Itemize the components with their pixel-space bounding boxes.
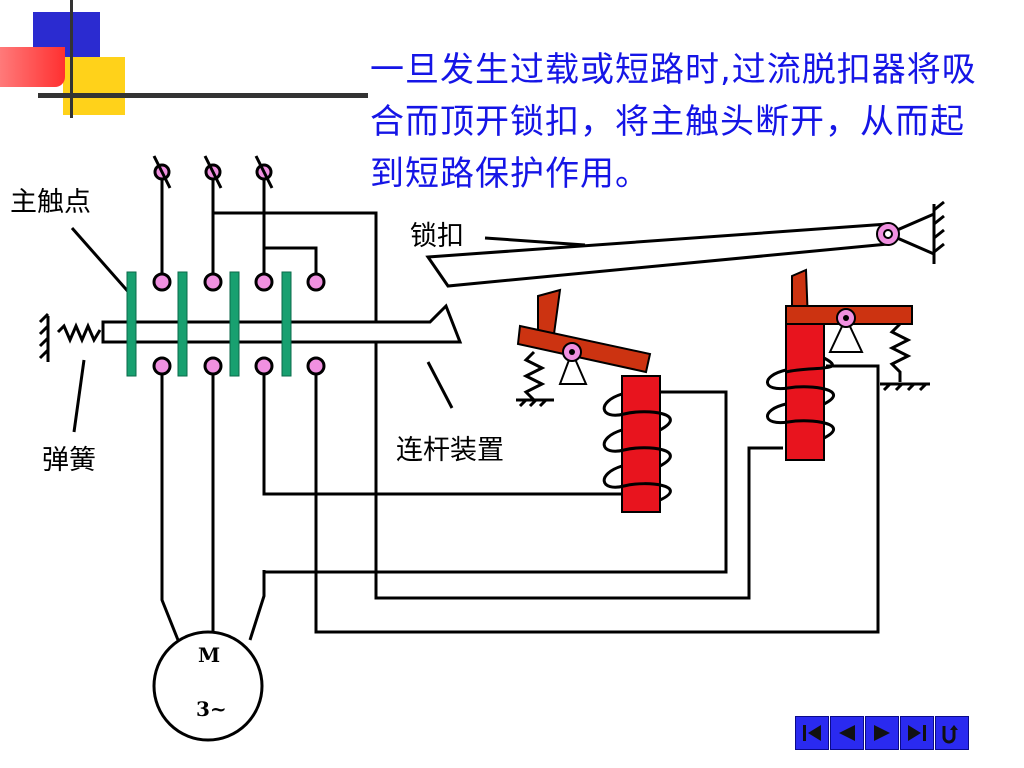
wire-phase-3	[262, 172, 318, 282]
leader-spring	[72, 359, 86, 433]
lever1-pivot-mount	[558, 349, 588, 385]
return-icon	[942, 725, 958, 744]
corner-vertical-line	[70, 0, 73, 118]
last-slide-button[interactable]	[900, 716, 934, 750]
lever2-spring	[888, 322, 912, 382]
leader-main-contacts	[70, 227, 134, 297]
left-wall	[38, 312, 50, 362]
contact-bar-3	[229, 271, 240, 377]
label-spring: 弹簧	[42, 445, 96, 476]
lever1-spring	[522, 350, 546, 402]
wire-motor-3	[248, 366, 622, 641]
left-spring	[56, 322, 102, 344]
next-icon	[874, 725, 890, 741]
slide-text: 一旦发生过载或短路时,过流脱扣器将吸合而顶开锁扣，将主触头断开，从而起到短路保护…	[370, 50, 977, 194]
wire-motor-1	[160, 366, 180, 641]
coil2-core	[785, 321, 825, 461]
previous-slide-button[interactable]	[830, 716, 864, 750]
wire-coil-2	[314, 364, 880, 634]
terminal-bottom-1	[152, 356, 172, 376]
lever2-pivot-mount	[828, 315, 864, 353]
label-latch: 锁扣	[410, 221, 464, 252]
latch-wall	[932, 200, 945, 264]
return-button[interactable]	[935, 716, 969, 750]
terminal-bottom-2	[203, 356, 223, 376]
slide-navigation	[795, 716, 969, 750]
latch-pointer	[484, 236, 586, 247]
lever1-ground	[516, 398, 554, 408]
contact-bar-2	[177, 271, 188, 377]
first-slide-button[interactable]	[795, 716, 829, 750]
terminal-top-2	[203, 272, 223, 292]
lever1-arm	[537, 288, 562, 335]
lever2-ground	[880, 382, 930, 392]
wire-phase-2	[211, 172, 783, 600]
terminal-bottom-4	[306, 356, 326, 376]
label-main-contacts: 主触点	[10, 187, 91, 218]
next-slide-button[interactable]	[865, 716, 899, 750]
input-slash-3	[254, 155, 274, 189]
coil1-winding	[602, 392, 672, 502]
leader-linkage	[426, 361, 454, 409]
header-rule	[38, 93, 368, 98]
contact-bar-1	[126, 271, 137, 377]
coil2-winding	[766, 356, 835, 440]
lever1-bar	[516, 324, 652, 374]
motor-circle	[152, 630, 264, 742]
contact-bar-4	[281, 271, 292, 377]
label-linkage: 连杆装置	[396, 435, 504, 466]
terminal-bottom-3	[254, 356, 274, 376]
first-icon	[803, 725, 821, 741]
coil1-core	[621, 375, 661, 513]
terminal-top-4	[306, 272, 326, 292]
corner-yellow-square	[63, 57, 125, 115]
last-icon	[908, 725, 926, 741]
latch-bar	[425, 222, 890, 288]
motor-label: M	[198, 643, 221, 667]
terminal-top-1	[152, 272, 172, 292]
terminal-top-3	[254, 272, 274, 292]
input-slash-2	[203, 155, 223, 189]
previous-icon	[839, 725, 855, 741]
motor-phase-label: 3~	[196, 697, 227, 721]
input-slash-1	[152, 155, 172, 189]
corner-red-square	[0, 47, 65, 87]
